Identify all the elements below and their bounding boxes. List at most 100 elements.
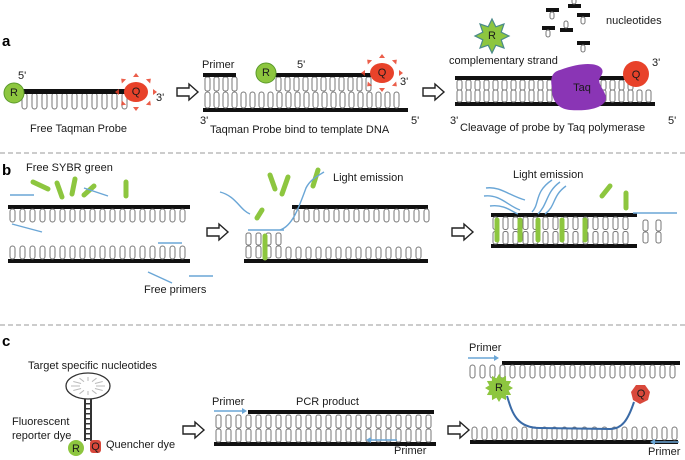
c2-pcr-product: Primer PCR product Primer — [212, 396, 436, 457]
nucleotide-base — [285, 246, 292, 260]
base-pair-bottom — [622, 231, 629, 245]
three-prime-label: 3' — [156, 92, 164, 104]
light-ray — [537, 181, 561, 215]
paired-base — [302, 76, 309, 92]
nucleotide-base — [589, 364, 596, 379]
base-pair-bottom — [235, 428, 242, 443]
template-dna — [203, 76, 408, 112]
nucleotide-base — [159, 208, 166, 223]
a2-probe-bound: R Q Primer 5' 3' 3' Taqman Probe bind to… — [200, 54, 419, 136]
nucleotide-base — [491, 426, 498, 441]
nucleotide-base — [549, 364, 556, 379]
base-pair-bottom — [275, 428, 282, 443]
paired-base — [231, 76, 238, 92]
nucleotide-base — [571, 426, 578, 441]
template-base — [645, 89, 652, 103]
base-pair-top — [225, 414, 232, 429]
base-pair-top — [522, 216, 529, 230]
nucleotide-base — [19, 208, 26, 223]
nucleotide-base — [580, 16, 586, 25]
a1-free-probe: R Q 5' 3' Free Taqman Probe — [3, 70, 164, 135]
reporter-dye-icon — [68, 440, 84, 456]
primer-arrow-head-icon — [494, 355, 499, 361]
base-pair-bottom — [295, 428, 302, 443]
nucleotide-base — [619, 364, 626, 379]
nucleotide-base — [363, 208, 370, 223]
light-emission-arrow-icon — [279, 171, 325, 231]
nucleotide-base — [49, 208, 56, 223]
taq-label: Taq — [573, 82, 591, 94]
burst-ray — [153, 89, 157, 95]
paired-base — [275, 232, 282, 246]
nucleotide-base — [71, 92, 78, 110]
base-pair-bottom — [355, 428, 362, 443]
nucleotide-base — [539, 364, 546, 379]
panel-c-label: c — [2, 333, 10, 350]
beacon-loop-icon — [65, 372, 111, 400]
nucleotide-base — [423, 208, 430, 223]
paired-base — [609, 79, 616, 91]
primers-label: Free primers — [144, 284, 207, 296]
loop-nucleotide — [94, 381, 103, 384]
nucleotide-base — [383, 208, 390, 223]
base-pair-top — [305, 414, 312, 429]
probe-strand — [20, 89, 128, 94]
probe-strand — [506, 395, 635, 431]
quencher-letter: Q — [637, 388, 646, 400]
nucleotide-base — [581, 426, 588, 441]
burst-ray — [115, 89, 119, 95]
b3-amplified: Light emission — [483, 169, 677, 248]
light-ray — [544, 185, 567, 215]
paired-base — [255, 245, 262, 259]
base-pair-top — [375, 414, 382, 429]
base-pair-bottom — [215, 428, 222, 443]
base-pair-top — [385, 414, 392, 429]
base-pair-bottom — [315, 428, 322, 443]
primer-arrow-icon — [219, 191, 251, 215]
nucleotide-base — [169, 208, 176, 223]
sybr-green-molecules-icon — [494, 183, 629, 243]
nucleotide-base — [19, 245, 26, 260]
nucleotide-base — [79, 245, 86, 260]
nucleotide-base — [651, 426, 658, 441]
three-prime-top: 3' — [652, 57, 660, 69]
nucleotide-base — [39, 208, 46, 223]
sybr-molecule — [279, 174, 291, 197]
paired-base — [213, 76, 220, 92]
paired-base — [456, 79, 463, 91]
nucleotide-base — [541, 426, 548, 441]
nucleotide-base — [91, 92, 98, 110]
burst-ray — [379, 54, 385, 58]
nucleotide-base — [303, 208, 310, 223]
dna-strand — [491, 213, 637, 217]
base-pair-bottom — [572, 231, 579, 245]
base-pair-bottom — [425, 428, 432, 443]
template-base — [384, 91, 391, 109]
reporter-dye-icon — [255, 62, 277, 84]
nucleotide-base — [343, 208, 350, 223]
template-base — [546, 89, 553, 103]
nucleotide-base — [99, 245, 106, 260]
nucleotide-base — [101, 92, 108, 110]
nucleotide-base — [580, 44, 586, 53]
primer-arrow — [11, 223, 43, 233]
quencher-dye-icon — [623, 61, 649, 87]
base-pair-top — [365, 414, 372, 429]
nucleotide-base — [69, 208, 76, 223]
loop-nucleotides — [71, 377, 105, 395]
template-base — [231, 91, 238, 109]
quencher-letter: Q — [132, 86, 141, 98]
base-pair-top — [215, 414, 222, 429]
template-base — [519, 89, 526, 103]
quencher-burst-icon — [361, 54, 403, 92]
base-pair-top — [502, 216, 509, 230]
template-base — [474, 89, 481, 103]
light-ray — [485, 187, 526, 201]
nucleotide-base — [519, 364, 526, 379]
a3-cleavage: R nucleotides complementary strand Taq Q… — [449, 0, 676, 134]
primer-arrow — [147, 271, 173, 284]
base-pair-bottom — [612, 231, 619, 245]
nucleotide-base — [79, 208, 86, 223]
base-pair-top — [345, 414, 352, 429]
